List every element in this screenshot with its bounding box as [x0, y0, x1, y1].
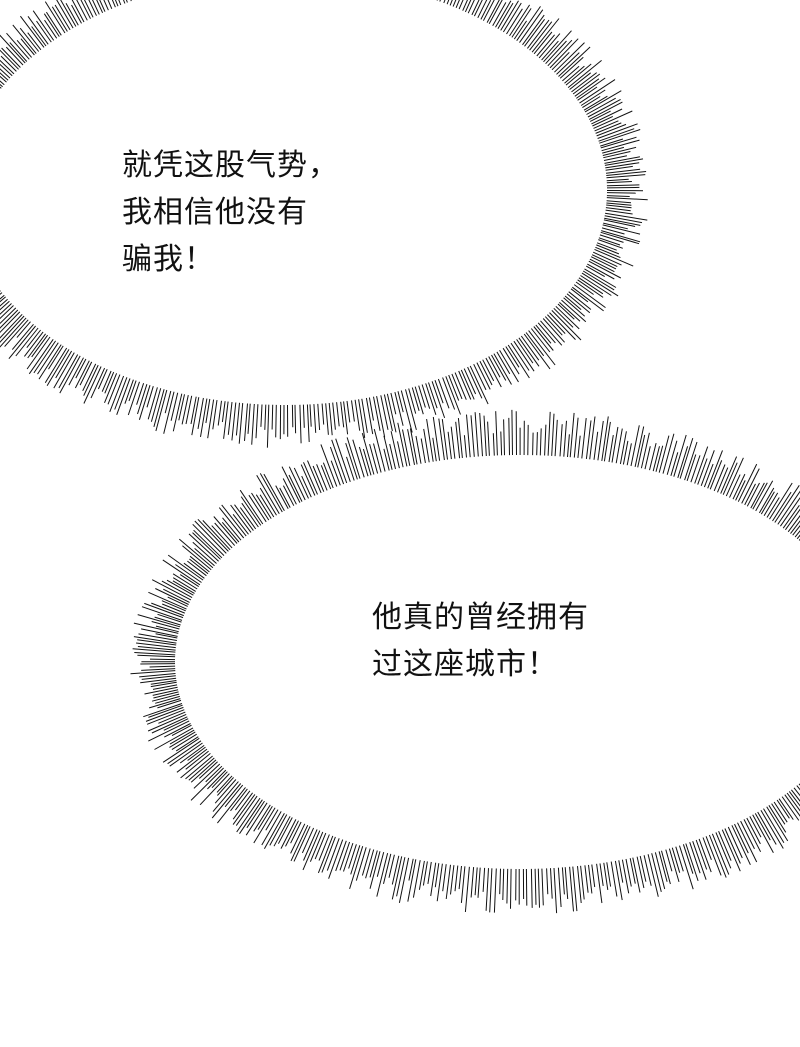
- speech-bubble-2-text: 他真的曾经拥有 过这座城市！: [372, 594, 589, 688]
- speech-bubble-1-text: 就凭这股气势， 我相信他没有 骗我！: [122, 142, 339, 283]
- bubble-1-line-2: 我相信他没有: [122, 195, 308, 230]
- bubble-2-outline: [130, 409, 800, 914]
- bubble-1-line-3: 骗我！: [122, 242, 215, 277]
- bubble-2-line-2: 过这座城市！: [372, 647, 558, 682]
- bubble-1-line-1: 就凭这股气势，: [122, 148, 339, 183]
- bubble-2-line-1: 他真的曾经拥有: [372, 600, 589, 635]
- bubble-1-fill: [0, 0, 607, 405]
- bubble-1-outline: [0, 0, 648, 448]
